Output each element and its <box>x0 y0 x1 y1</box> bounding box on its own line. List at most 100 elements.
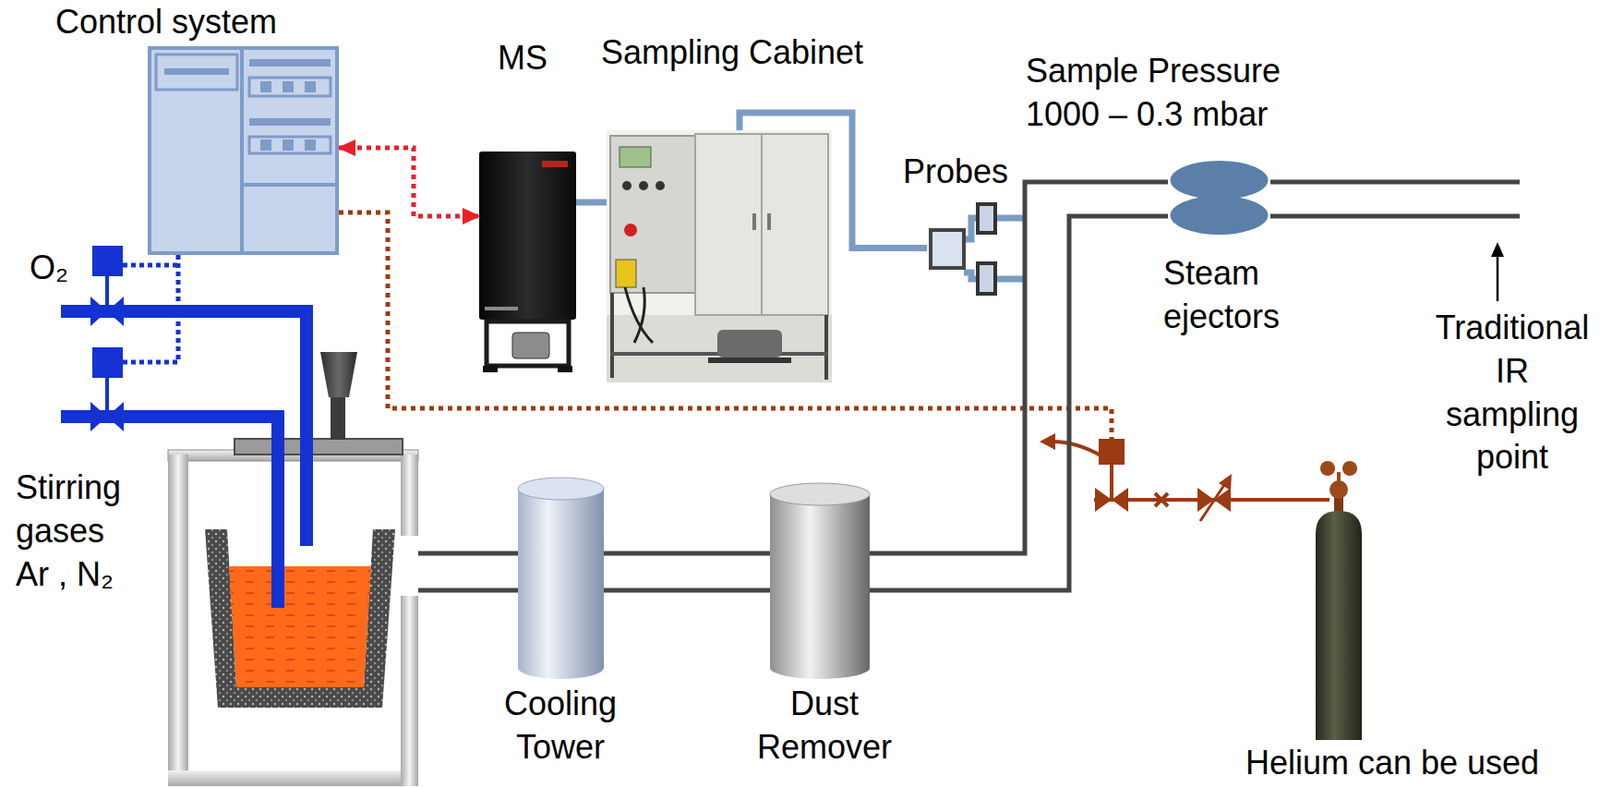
sample-line <box>576 199 607 206</box>
helium-injection-part <box>1098 438 1125 465</box>
gas-label: Stirring gases Ar , N₂ <box>15 466 133 596</box>
steam-ejector-shape <box>1167 157 1271 237</box>
sampling-cabinet-shape-part <box>717 329 782 358</box>
control-cabinet-shape-part <box>282 139 294 151</box>
ladle-part <box>228 565 372 687</box>
helium-cylinder-shape-part <box>1320 460 1336 476</box>
control-cabinet: Control system <box>147 46 339 255</box>
control-cabinet-shape-part <box>249 59 331 67</box>
control-cabinet-shape-part <box>249 136 331 154</box>
ir-pointer-part <box>1496 252 1500 301</box>
sampling-cabinet-shape-part <box>606 130 832 383</box>
sampling-cabinet-shape-part <box>610 135 696 293</box>
probe-assembly-shape-part <box>977 263 996 294</box>
control-cabinet-shape-part <box>304 139 316 151</box>
helium-injection-part <box>1094 487 1129 512</box>
sampling-cabinet-shape-part <box>615 259 637 288</box>
ladle-housing-part <box>234 438 403 455</box>
cooling-tower: Cooling Tower <box>517 477 604 679</box>
probe-assembly-shape-part <box>963 217 978 279</box>
probe-assembly-shape-part <box>977 204 996 233</box>
helium-injection-part <box>1218 473 1232 491</box>
ir-pointer <box>1491 241 1504 301</box>
probe-stubs <box>995 217 1023 279</box>
node-title: MS <box>497 36 548 81</box>
control-cabinet-shape-part <box>249 77 331 97</box>
sampling-cabinet-shape-part <box>767 213 771 230</box>
node-title: Helium can be used <box>1245 741 1540 785</box>
sampling-cabinet-shape-part <box>624 223 638 237</box>
steam-ejector: Steam ejectors <box>1167 157 1271 237</box>
mass-spectrometer-shape <box>479 151 577 373</box>
helium-cylinder-shape-part <box>1329 480 1348 499</box>
probe-stubs-part <box>995 217 1023 279</box>
probe-assembly-shape-part <box>930 229 964 268</box>
mass-spectrometer-shape-part <box>479 151 577 320</box>
sampling-cabinet-shape-part <box>625 287 653 343</box>
dust-remover-shape-part <box>769 493 870 679</box>
sampling-cabinet-shape-part <box>622 180 632 191</box>
control-cabinet-shape-part <box>240 48 244 253</box>
control-cabinet-shape-part <box>304 81 316 93</box>
dust-remover-shape <box>769 482 870 679</box>
helium-injection-part <box>1052 441 1103 457</box>
mass-spectrometer-shape-part <box>484 306 518 311</box>
control-cabinet-shape-part <box>249 118 331 126</box>
pressure-note: Sample Pressure 1000 – 0.3 mbar <box>1025 49 1292 137</box>
control-cabinet-shape <box>147 46 339 255</box>
mass-spectrometer-shape-part <box>482 365 498 373</box>
helium-cylinder-shape <box>1311 457 1367 740</box>
dust-remover: Dust Remover <box>769 482 870 679</box>
sampling-point-label: Traditional IR sampling point <box>1431 306 1594 480</box>
probe-assembly: Probes <box>926 198 999 298</box>
helium-cylinder: Helium can be used <box>1311 457 1367 740</box>
gas-pipes-part <box>105 276 109 417</box>
sampling-cabinet-shape <box>606 130 832 383</box>
helium-cylinder-shape-part <box>1342 460 1358 476</box>
mass-spectrometer-shape-part <box>557 365 573 373</box>
ladle-housing-part <box>400 595 419 786</box>
sampling-cabinet-shape-part <box>824 314 829 380</box>
ladle-housing-part <box>320 351 358 397</box>
helium-injection-part <box>1094 464 1330 500</box>
control-cabinet-shape-part <box>156 54 238 90</box>
ladle-housing-part <box>168 454 189 786</box>
mass-spectrometer-shape-part <box>486 321 569 366</box>
gas-duct <box>869 181 1168 590</box>
gas-duct <box>603 553 770 590</box>
node-title: Dust Remover <box>753 682 897 770</box>
control-cabinet-shape-part <box>282 81 294 93</box>
dust-remover-shape-part <box>769 482 870 506</box>
mass-spectrometer: MS <box>479 151 577 373</box>
control-cabinet-shape-part <box>241 182 337 187</box>
sampling-cabinet-shape-part <box>695 133 829 315</box>
ladle-housing-part <box>400 454 419 536</box>
sampling-cabinet-shape-part <box>610 292 614 378</box>
gas-valves-part <box>92 347 123 378</box>
gas-valves <box>90 245 124 432</box>
sampling-cabinet-shape-part <box>708 357 792 363</box>
probe-assembly-shape <box>926 198 999 298</box>
ladle-housing-part <box>330 395 346 440</box>
node-title: Probes <box>902 150 1009 194</box>
sampling-cabinet-shape-part <box>752 213 757 230</box>
control-cabinet-shape-part <box>260 139 272 151</box>
control-cabinet-shape-part <box>164 68 229 75</box>
control-cabinet-shape-part <box>149 48 337 253</box>
sampling-cabinet-shape-part <box>638 180 649 191</box>
helium-injection-part <box>1200 481 1227 521</box>
helium-injection-part <box>1039 433 1056 450</box>
sampling-cabinet-shape-part <box>655 180 665 191</box>
ducts-part <box>1270 181 1520 217</box>
node-title: Steam ejectors <box>1163 252 1290 339</box>
ladle-part <box>227 529 373 687</box>
ir-pointer-part <box>1491 241 1504 257</box>
gas-valves-part <box>92 245 123 277</box>
gas-valves-part <box>90 296 124 326</box>
sampling-cabinet-shape-part <box>760 133 763 315</box>
signal-link <box>338 147 480 217</box>
ladle-part <box>204 529 396 708</box>
mass-spectrometer-shape-part <box>512 332 550 359</box>
cooling-tower-shape-part <box>517 488 604 679</box>
